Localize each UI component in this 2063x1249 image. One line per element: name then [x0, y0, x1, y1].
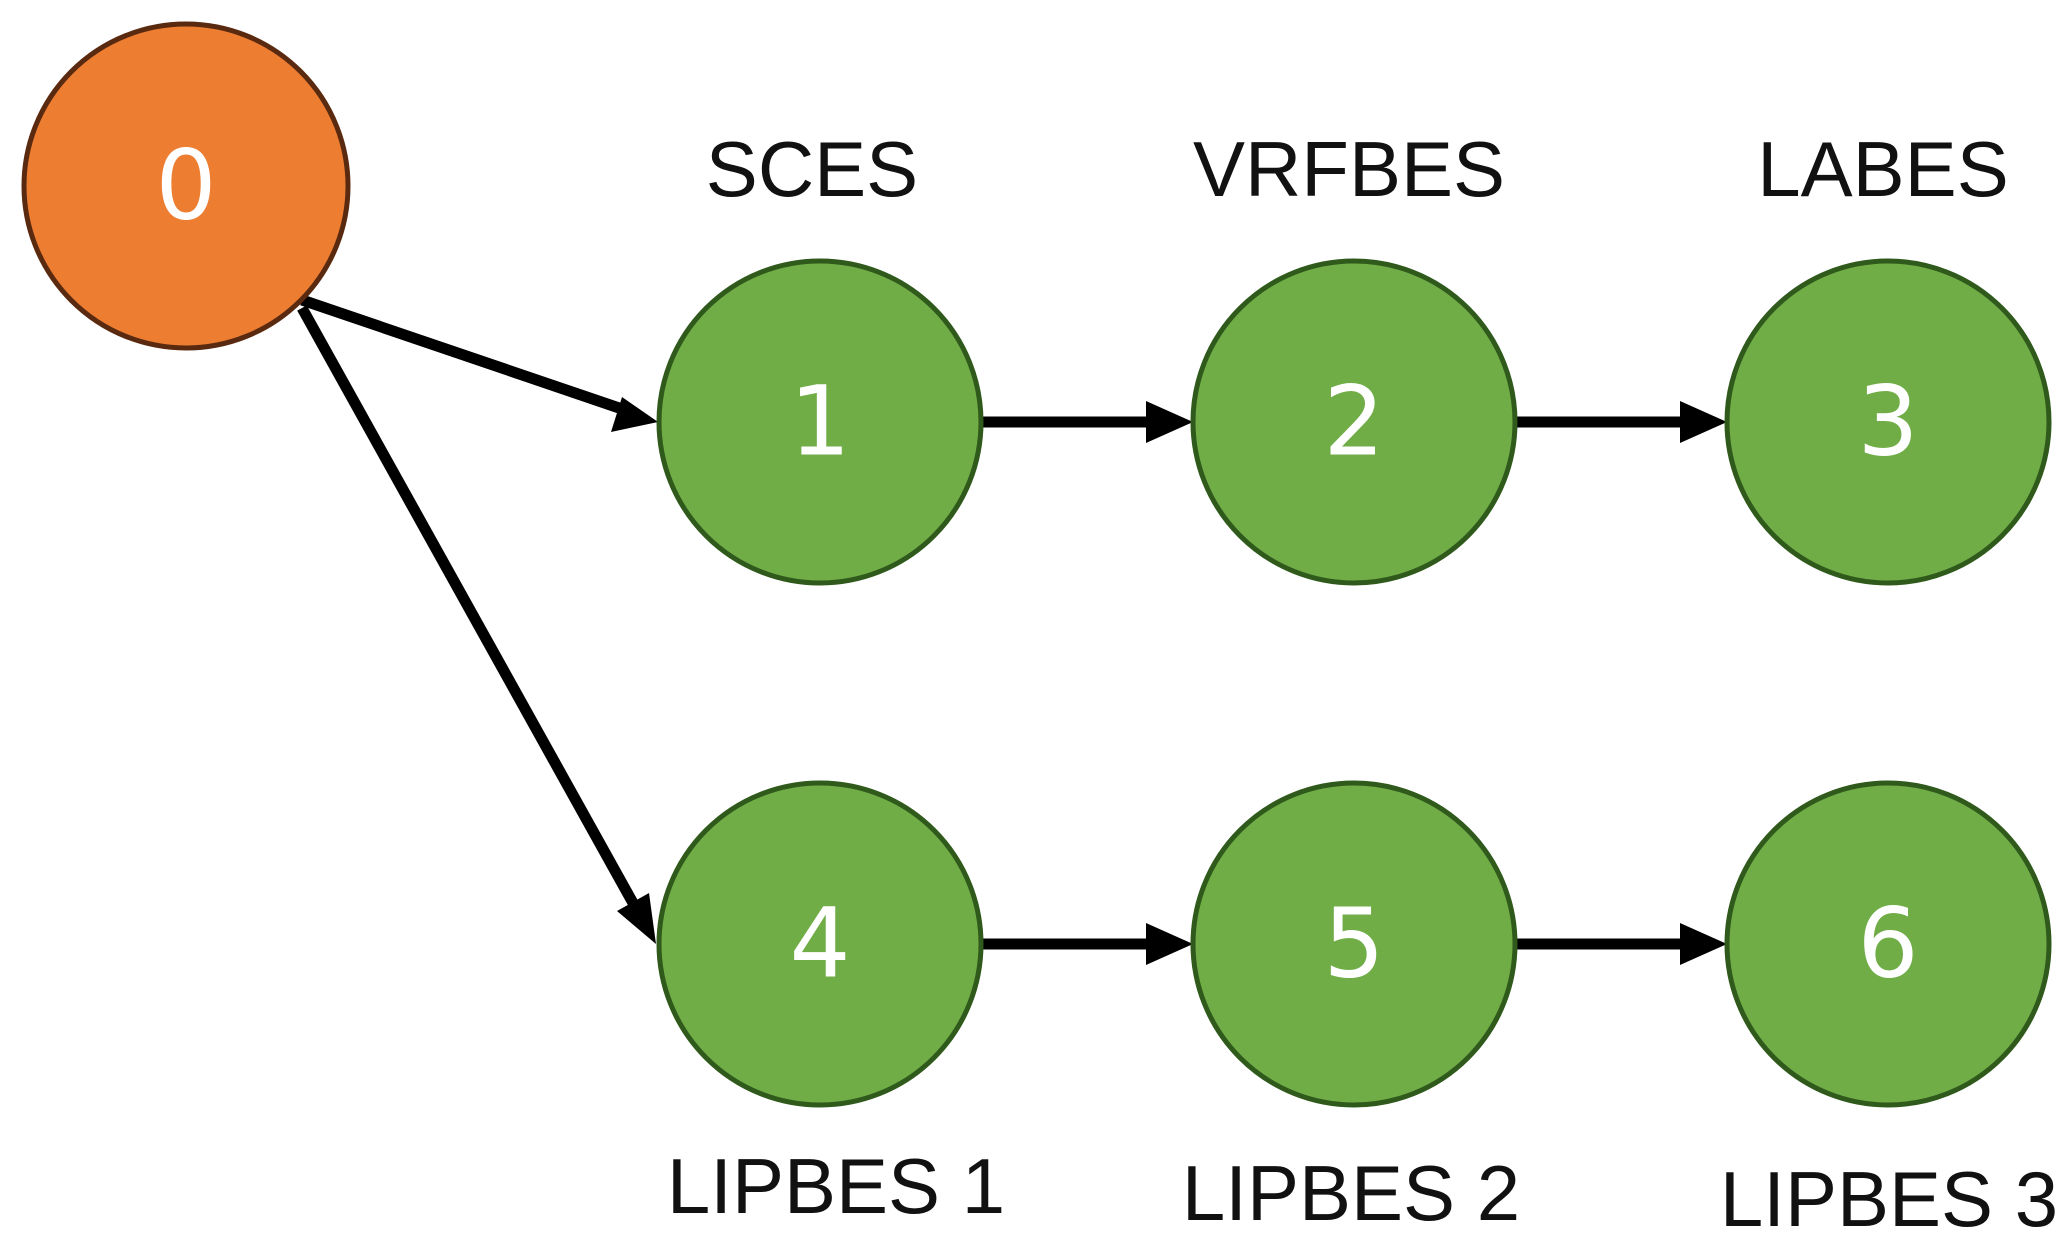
- node-6-circle: [1724, 780, 2052, 1108]
- caption-node-6: LIPBES 3: [1720, 1155, 2058, 1243]
- node-1: 1: [656, 258, 984, 586]
- caption-node-1: SCES: [706, 125, 918, 213]
- node-2: 2: [1190, 258, 1518, 586]
- node-4: 4: [656, 780, 984, 1108]
- edges: [297, 294, 1727, 965]
- node-2-label: 2: [1323, 365, 1384, 477]
- arrowhead-2-3: [1680, 401, 1727, 443]
- edge-0-4: [297, 305, 643, 915]
- node-5-circle: [1190, 780, 1518, 1108]
- node-1-circle: [656, 258, 984, 586]
- arrowhead-5-6: [1680, 923, 1727, 965]
- node-0-circle: [21, 21, 351, 351]
- node-4-label: 4: [789, 887, 850, 999]
- nodes: 0 1 2 3 4 5 6: [21, 21, 2052, 1108]
- node-0: 0: [21, 21, 351, 351]
- node-6: 6: [1724, 780, 2052, 1108]
- node-4-circle: [656, 780, 984, 1108]
- node-6-label: 6: [1857, 887, 1918, 999]
- caption-node-4: LIPBES 1: [667, 1142, 1005, 1230]
- node-5-label: 5: [1323, 887, 1384, 999]
- node-3-label: 3: [1857, 365, 1918, 477]
- arrowhead-0-1: [611, 397, 658, 432]
- node-1-label: 1: [789, 365, 850, 477]
- node-3-circle: [1724, 258, 2052, 586]
- caption-node-3: LABES: [1757, 125, 2008, 213]
- caption-node-2: VRFBES: [1193, 125, 1505, 213]
- node-3: 3: [1724, 258, 2052, 586]
- edge-0-1: [300, 294, 627, 416]
- captions: SCES VRFBES LABES LIPBES 1 LIPBES 2 LIPB…: [667, 125, 2058, 1243]
- node-5: 5: [1190, 780, 1518, 1108]
- caption-node-5: LIPBES 2: [1182, 1149, 1520, 1237]
- node-0-label: 0: [155, 129, 216, 241]
- arrowhead-4-5: [1146, 923, 1193, 965]
- arrowhead-1-2: [1146, 401, 1193, 443]
- arrowhead-0-4: [617, 893, 656, 944]
- node-2-circle: [1190, 258, 1518, 586]
